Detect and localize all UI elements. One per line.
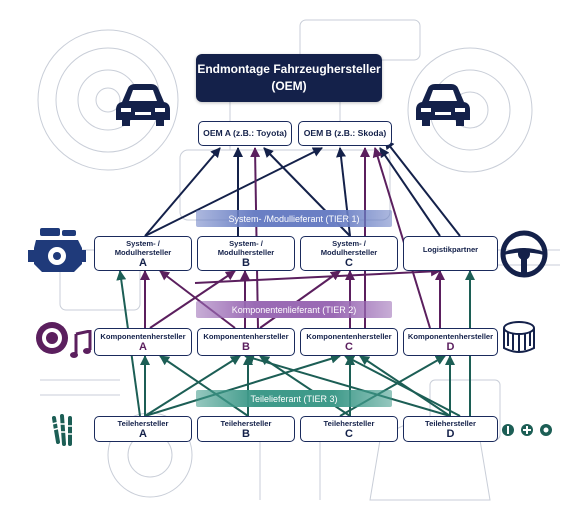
music-note-icon (70, 330, 92, 358)
band-tier1: System- /Modullieferant (TIER 1) (196, 210, 392, 227)
tier1-node-label: Logistikpartner (422, 245, 479, 254)
oem-a-label: OEM A (z.B.: Toyota) (203, 128, 287, 138)
tier2-node-letter: D (446, 340, 455, 353)
tier2-node-label: Komponentenhersteller (407, 331, 494, 341)
oem-final-assembly-title: Endmontage Fahrzeughersteller (OEM) (196, 54, 382, 102)
tier1-node-label: System- / (126, 238, 160, 248)
tier3-node-letter: C (345, 427, 353, 440)
car-icon-left (116, 84, 170, 126)
tier2-node-label: Komponentenhersteller (100, 331, 186, 341)
tier3-node-label: Teilehersteller (117, 418, 169, 428)
tier2-node-d: Komponentenhersteller D (403, 328, 498, 356)
tier3-node-letter: A (139, 427, 147, 440)
tier2-node-a: Komponentenhersteller A (94, 328, 192, 356)
steering-wheel-icon (500, 230, 548, 278)
tier1-node-b: System- / Modulhersteller B (197, 236, 295, 271)
tier3-node-letter: D (446, 427, 455, 440)
tier3-node-b: Teilehersteller B (197, 416, 295, 442)
tier2-node-label: Komponentenhersteller (306, 331, 392, 341)
tier1-node-letter: A (139, 256, 147, 269)
tier3-node-label: Teilehersteller (220, 418, 272, 428)
title-line2: (OEM) (271, 79, 307, 93)
screws-icon (51, 414, 74, 446)
tier2-node-b: Komponentenhersteller B (197, 328, 295, 356)
tier2-node-label: Komponentenhersteller (203, 331, 289, 341)
tier3-node-label: Teilehersteller (323, 418, 375, 428)
tier1-node-a: System- / Modulhersteller A (94, 236, 192, 271)
band-tier2: Komponentenlieferant (TIER 2) (196, 301, 392, 318)
engine-icon (28, 228, 86, 272)
tier1-node-logistics: Logistikpartner (403, 236, 498, 271)
tier1-node-label: Modulhersteller (320, 247, 378, 257)
tier2-node-letter: B (242, 340, 250, 353)
tier1-node-c: System- / Modulhersteller C (300, 236, 398, 271)
tier1-node-label: System- / (229, 238, 263, 248)
oem-b-node: OEM B (z.B.: Skoda) (298, 121, 392, 146)
tier3-node-a: Teilehersteller A (94, 416, 192, 442)
bearing-icon (503, 321, 535, 353)
tier3-node-label: Teilehersteller (425, 418, 476, 428)
tier3-node-letter: B (242, 427, 250, 440)
tier3-node-c: Teilehersteller C (300, 416, 398, 442)
tier3-node-d: Teilehersteller D (403, 416, 498, 442)
tier1-node-letter: C (345, 256, 353, 269)
tier1-node-label: System- / (332, 238, 366, 248)
tier2-node-letter: C (345, 340, 353, 353)
fastener-icons (502, 424, 552, 436)
car-icon-right (416, 84, 470, 126)
oem-b-label: OEM B (z.B.: Skoda) (303, 128, 387, 138)
title-line1: Endmontage Fahrzeughersteller (197, 62, 381, 76)
band-tier3: Teilelieferant (TIER 3) (196, 390, 392, 407)
oem-a-node: OEM A (z.B.: Toyota) (198, 121, 292, 146)
tier2-node-letter: A (139, 340, 147, 353)
tier2-node-c: Komponentenhersteller C (300, 328, 398, 356)
tier1-node-letter: B (242, 256, 250, 269)
speaker-icon (36, 322, 68, 354)
tier1-node-label: Modulhersteller (114, 247, 172, 257)
tier1-node-label: Modulhersteller (217, 247, 275, 257)
